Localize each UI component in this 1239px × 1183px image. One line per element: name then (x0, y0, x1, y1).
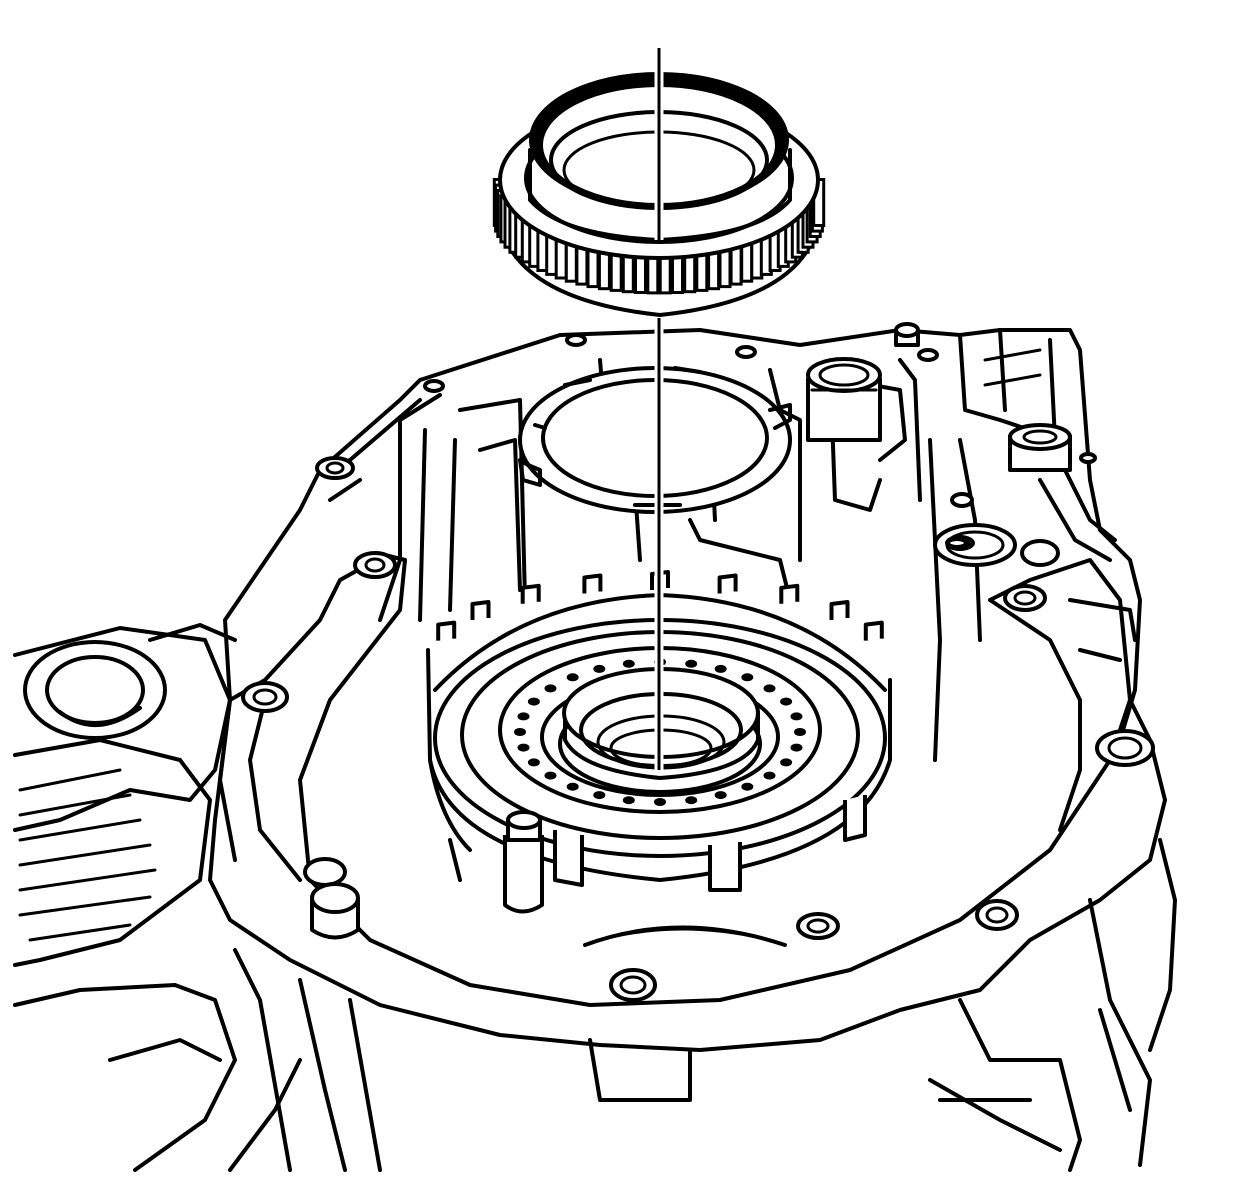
piston-hole (780, 697, 793, 706)
piston-hole (527, 697, 540, 706)
piston-hole (780, 758, 793, 767)
piston-hole (714, 791, 727, 800)
piston-hole (517, 743, 530, 752)
piston-hole (593, 664, 606, 673)
spline-notch (436, 620, 457, 641)
piston-hole (544, 684, 557, 693)
bell-housing-flange (208, 456, 1167, 1052)
piston-hole (593, 791, 606, 800)
piston-hole (685, 796, 698, 805)
piston-hole (790, 712, 803, 721)
piston-hole (622, 659, 635, 668)
piston-hole (517, 712, 530, 721)
piston-hole (763, 771, 776, 780)
piston-hole (714, 664, 727, 673)
piston-hole (544, 771, 557, 780)
spline-notch (582, 573, 603, 594)
piston-hole (741, 673, 754, 682)
piston-hole (790, 743, 803, 752)
spline-notches (436, 570, 884, 641)
piston-hole (763, 684, 776, 693)
spline-notch (470, 600, 491, 620)
piston-hole (622, 796, 635, 805)
case-bosses (423, 322, 1097, 940)
piston-hole (527, 758, 540, 767)
transmission-case (13, 328, 1177, 1172)
spline-notch (829, 600, 850, 620)
piston-hole (566, 782, 579, 791)
piston-hole (654, 798, 666, 806)
spline-notch (863, 620, 884, 641)
piston-hole (794, 728, 806, 736)
piston-hole (514, 728, 526, 736)
piston-hole (566, 673, 579, 682)
spline-notch (717, 573, 738, 594)
piston-hole (685, 659, 698, 668)
piston-hole (741, 782, 754, 791)
spline-notch (779, 583, 800, 604)
ring-gear-teeth (492, 178, 826, 295)
spline-notch (520, 583, 541, 604)
